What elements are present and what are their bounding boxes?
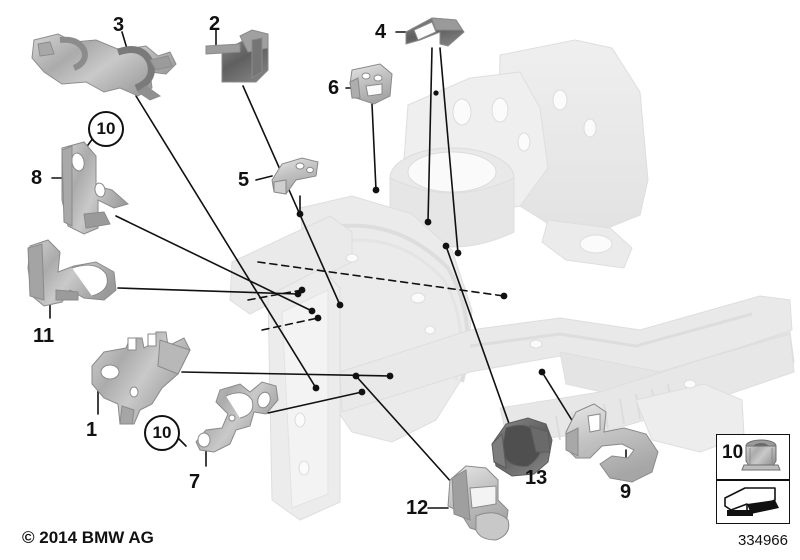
- copyright-text: © 2014 BMW AG: [22, 528, 154, 547]
- part-7-shape: [195, 381, 279, 453]
- hex-nut-icon: [741, 439, 781, 471]
- part-6-shape: [349, 63, 393, 105]
- callout-circle-10-upper-text: 10: [96, 119, 116, 138]
- legend-box: 10: [716, 434, 790, 524]
- callout-label-4: 4: [375, 21, 387, 43]
- callout-circle-10-lower: 10: [144, 415, 180, 451]
- part-2-shape: [205, 29, 269, 83]
- callout-label-8: 8: [31, 167, 43, 189]
- callout-circle-10-upper: 10: [88, 111, 124, 147]
- callout-label-7: 7: [189, 471, 201, 493]
- diagram-number: 334966: [737, 532, 788, 549]
- part-4-shape: [405, 17, 465, 47]
- part-9-shape: [565, 403, 659, 483]
- callout-label-5: 5: [238, 169, 250, 191]
- part-8-shape: [61, 141, 130, 235]
- leader-4b: [439, 47, 459, 254]
- part-13-shape: [491, 417, 553, 477]
- legend-fastener-row: 10: [717, 435, 789, 478]
- legend-item-number: 10: [722, 442, 744, 463]
- leader-11: [117, 287, 299, 295]
- callout-label-2: 2: [209, 13, 221, 35]
- leader-4a: [427, 47, 433, 223]
- callout-label-12: 12: [406, 497, 429, 519]
- leader-7: [267, 391, 363, 414]
- leader-6: [371, 103, 377, 191]
- leader-2: [242, 85, 341, 306]
- leader-dashed-c: [261, 317, 319, 331]
- part-3-shape: [31, 33, 177, 101]
- legend-direction-row: [717, 480, 789, 523]
- part-1-shape: [91, 331, 191, 425]
- part-5-shape: [271, 157, 319, 195]
- callout-circle-10-lower-text: 10: [152, 423, 172, 442]
- leader-8: [115, 215, 313, 312]
- leader-endpoint-dots: [294, 90, 546, 396]
- callout-label-13: 13: [525, 467, 548, 489]
- arrow-pointer-icon: [724, 487, 779, 516]
- leader-13: [445, 245, 513, 433]
- callout-label-3: 3: [113, 14, 125, 36]
- callout-label-11: 11: [33, 325, 55, 347]
- leader-dashed-b: [247, 289, 303, 301]
- part-12-shape: [447, 465, 510, 541]
- part-11-shape: [27, 239, 117, 307]
- leader-12: [355, 375, 463, 495]
- leader-dashed-a: [257, 261, 505, 297]
- leader-3: [135, 95, 317, 389]
- callout-label-6: 6: [328, 77, 340, 99]
- legend-divider: [717, 479, 789, 481]
- callout-label-9: 9: [620, 481, 632, 503]
- callout-label-1: 1: [86, 419, 98, 441]
